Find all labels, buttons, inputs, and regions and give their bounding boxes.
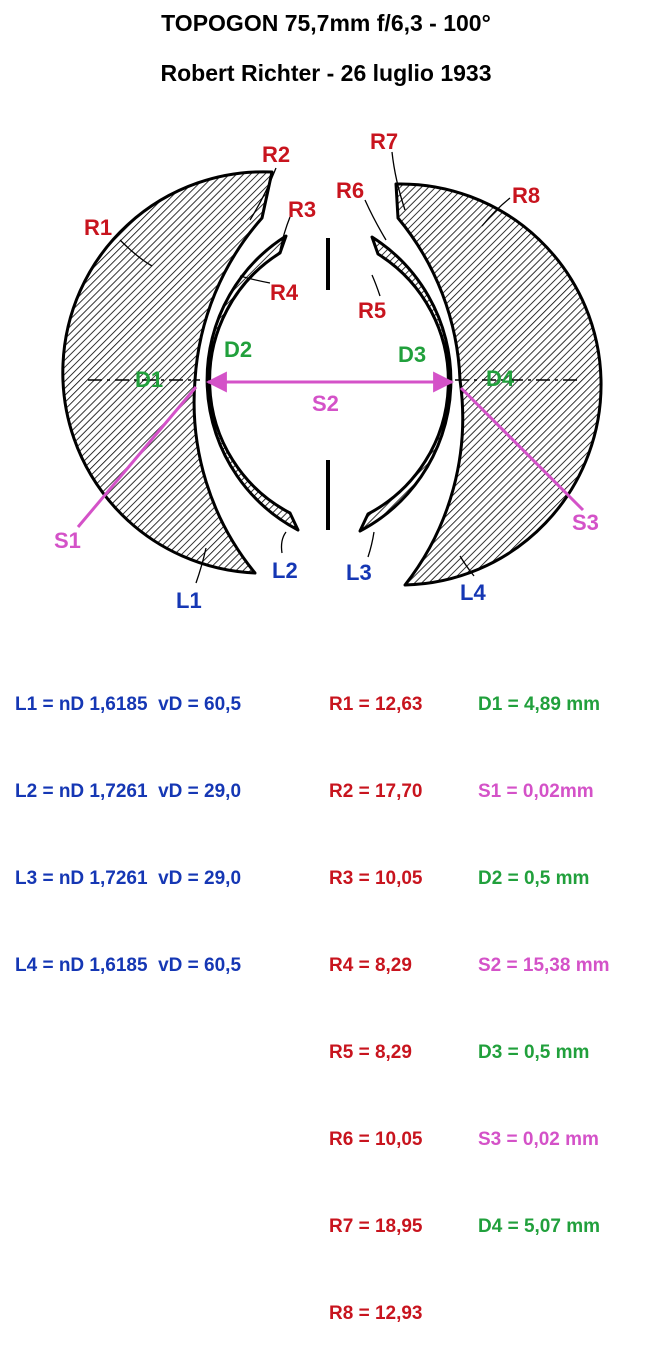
distance-s2: S2 = 15,38 mm xyxy=(478,955,610,976)
radius-r1: R1 = 12,63 xyxy=(329,694,423,715)
s3-leader xyxy=(459,386,585,512)
label-r6: R6 xyxy=(336,178,364,203)
label-l2: L2 xyxy=(272,558,298,583)
label-d1: D1 xyxy=(135,367,163,392)
radius-r8: R8 = 12,93 xyxy=(329,1303,423,1324)
radius-r3: R3 = 10,05 xyxy=(329,868,423,889)
radius-r6: R6 = 10,05 xyxy=(329,1129,423,1150)
title-line-1: TOPOGON 75,7mm f/6,3 - 100° xyxy=(161,10,491,36)
r5-leader xyxy=(371,274,381,297)
distance-d1: D1 = 4,89 mm xyxy=(478,694,600,715)
s1-leader xyxy=(76,386,198,528)
r4-leader xyxy=(239,275,271,284)
radius-r7: R7 = 18,95 xyxy=(329,1216,423,1237)
radius-r5: R5 = 8,29 xyxy=(329,1042,412,1063)
r8-leader xyxy=(481,197,511,227)
title-line-2: Robert Richter - 26 luglio 1933 xyxy=(160,60,492,86)
label-d2: D2 xyxy=(224,337,252,362)
label-d4: D4 xyxy=(486,366,515,391)
label-l3: L3 xyxy=(346,560,372,585)
label-s2: S2 xyxy=(312,391,339,416)
label-s1: S1 xyxy=(54,528,81,553)
lens-l2 xyxy=(205,234,300,532)
label-r5: R5 xyxy=(358,298,386,323)
lens-l1 xyxy=(61,170,274,575)
l4-leader xyxy=(459,555,475,577)
l3-leader xyxy=(367,531,375,558)
distance-d4: D4 = 5,07 mm xyxy=(478,1216,600,1237)
l2-leader xyxy=(280,531,287,554)
r1-leader xyxy=(119,239,153,267)
r7-leader xyxy=(391,151,406,211)
lens-diagram: R1 R2 R3 R4 R5 R6 R7 R8 D1 D2 D3 D4 S1 S… xyxy=(54,129,603,613)
lens-spec-l4: L4 = nD 1,6185 vD = 60,5 xyxy=(15,955,242,976)
r6-leader xyxy=(364,199,387,241)
lens-spec-l1: L1 = nD 1,6185 vD = 60,5 xyxy=(15,694,242,715)
lens-spec-l2: L2 = nD 1,7261 vD = 29,0 xyxy=(15,781,242,802)
label-d3: D3 xyxy=(398,342,426,367)
label-r8: R8 xyxy=(512,183,540,208)
distance-d2: D2 = 0,5 mm xyxy=(478,868,590,889)
label-s3: S3 xyxy=(572,510,599,535)
distance-s1: S1 = 0,02mm xyxy=(478,781,594,802)
radii-list: R1 = 12,63 R2 = 17,70 R3 = 10,05 R4 = 8,… xyxy=(329,632,423,1357)
r2-leader xyxy=(249,167,277,221)
distances-list: D1 = 4,89 mm S1 = 0,02mm D2 = 0,5 mm S2 … xyxy=(478,632,610,1270)
radius-r2: R2 = 17,70 xyxy=(329,781,423,802)
distance-d3: D3 = 0,5 mm xyxy=(478,1042,590,1063)
label-r1: R1 xyxy=(84,215,112,240)
label-r7: R7 xyxy=(370,129,398,154)
label-r3: R3 xyxy=(288,197,316,222)
label-r4: R4 xyxy=(270,280,299,305)
r3-leader xyxy=(279,216,291,251)
lens-specs-list: L1 = nD 1,6185 vD = 60,5 L2 = nD 1,7261 … xyxy=(15,632,241,1009)
l1-leader xyxy=(195,547,207,584)
lens-spec-l3: L3 = nD 1,7261 vD = 29,0 xyxy=(15,868,242,889)
radius-r4: R4 = 8,29 xyxy=(329,955,412,976)
label-l1: L1 xyxy=(176,588,202,613)
distance-s3: S3 = 0,02 mm xyxy=(478,1129,599,1150)
lens-l4 xyxy=(394,182,603,587)
label-l4: L4 xyxy=(460,580,486,605)
label-r2: R2 xyxy=(262,142,290,167)
lens-l3 xyxy=(358,235,453,533)
